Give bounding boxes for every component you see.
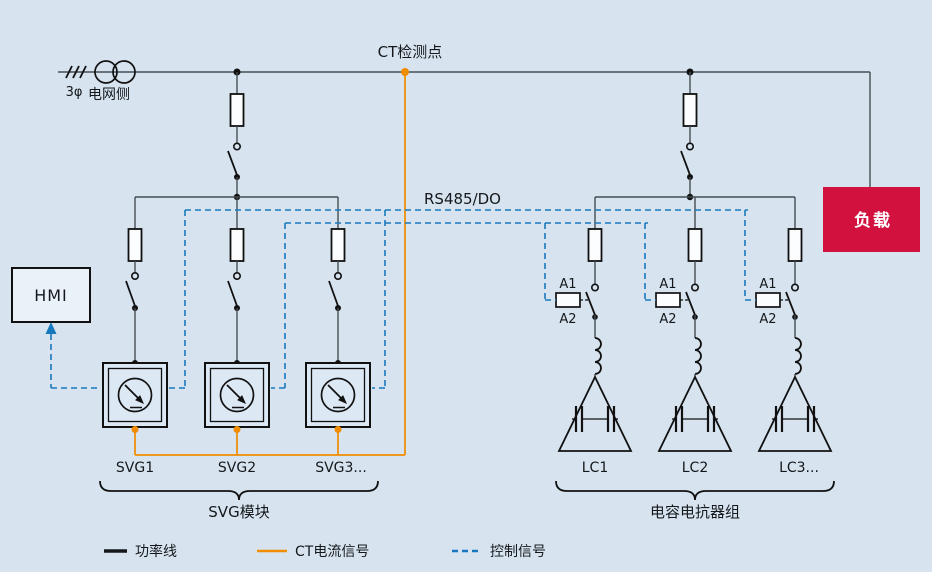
ct-tap-dot <box>131 426 139 433</box>
ct-tap-dot <box>334 426 342 433</box>
grid-side-label: 电网侧 <box>88 87 130 103</box>
switch-icon <box>685 142 694 151</box>
load-label: 负载 <box>854 210 892 231</box>
fuse-icon <box>587 228 603 262</box>
inverter-arrowhead-icon <box>135 395 144 404</box>
inverter-arrowhead-icon <box>338 395 347 404</box>
contactor-blade-icon <box>585 291 596 316</box>
inverter-arrow-icon <box>226 384 242 400</box>
fuse-icon <box>330 228 346 262</box>
svg-module-inner-frame <box>310 367 366 423</box>
lc-module-label: LC2 <box>682 460 708 476</box>
switch-blade-icon <box>680 150 691 176</box>
ct-tap-dot <box>233 426 241 433</box>
switch-blade-icon <box>125 280 136 307</box>
inverter-arrowhead-icon <box>237 395 246 404</box>
svg-group-brace: SVG模块 <box>99 480 379 521</box>
svg-module-inner-frame <box>209 367 265 423</box>
contactor-blade-icon <box>785 291 796 316</box>
control-signal-bus: RS485/DO <box>45 190 756 389</box>
lc-branch-1: A1 A2 LC1 <box>555 197 633 476</box>
inverter-arrow-icon <box>124 384 140 400</box>
reactor-coil-icon <box>694 337 702 375</box>
contactor-coil-icon <box>555 292 581 308</box>
lc-branch-3: A1 A2 LC3... <box>755 197 833 476</box>
switch-blade-icon <box>227 150 238 176</box>
left-feeder <box>135 68 338 201</box>
brace-icon <box>555 480 835 501</box>
fuse-icon <box>127 228 143 262</box>
load: 负载 <box>823 72 920 252</box>
contactor-a1-label: A1 <box>759 277 776 292</box>
load-box <box>823 187 920 252</box>
right-feeder <box>595 68 795 201</box>
inverter-arrow-icon <box>327 384 343 400</box>
lc-branch-2: A1 A2 LC2 <box>655 197 733 476</box>
hmi-box <box>11 267 91 323</box>
hmi-label: HMI <box>34 286 68 305</box>
capacitor-bank-icon <box>657 374 733 452</box>
svg-module-inner-frame <box>107 367 163 423</box>
switch-icon <box>233 142 242 151</box>
contactor-a1-label: A1 <box>659 277 676 292</box>
contactor-a1-label: A1 <box>559 277 576 292</box>
legend-ct-label: CT电流信号 <box>295 544 369 560</box>
svg-module-label: SVG3... <box>315 460 367 476</box>
inverter-circle-icon <box>320 377 356 413</box>
svg-module-label: SVG1 <box>116 460 154 476</box>
legend-power-label: 功率线 <box>135 543 177 560</box>
hmi-arrow-icon <box>45 322 57 334</box>
capacitor-bank-icon <box>557 374 633 452</box>
contactor-coil-icon <box>655 292 681 308</box>
three-phase-slash-icon <box>79 65 87 79</box>
switch-icon <box>333 271 342 280</box>
switch-blade-icon <box>227 280 238 307</box>
reactor-coil-icon <box>794 337 802 375</box>
svg-module-label: SVG2 <box>218 460 256 476</box>
contactor-a2-label: A2 <box>759 312 776 327</box>
legend-control-label: 控制信号 <box>490 544 546 560</box>
ct-detection: CT检测点 <box>134 43 443 456</box>
contactor-a2-label: A2 <box>559 312 576 327</box>
legend: 功率线 CT电流信号 控制信号 <box>104 543 546 560</box>
svg-group-label: SVG模块 <box>208 503 269 521</box>
switch-blade-icon <box>328 280 339 307</box>
lc-group-brace: 电容电抗器组 <box>555 480 835 521</box>
contactor-blade-icon <box>685 291 696 316</box>
contactor-coil-icon <box>755 292 781 308</box>
hmi: HMI <box>11 267 91 323</box>
transformer-icon <box>112 60 136 84</box>
lc-group-label: 电容电抗器组 <box>650 503 740 521</box>
fuse-icon <box>787 228 803 262</box>
grid-phase-label: 3φ <box>66 85 83 100</box>
contactor-a2-label: A2 <box>659 312 676 327</box>
switch-icon <box>131 271 140 280</box>
contactor-switch-icon <box>790 283 799 292</box>
three-phase-slash-icon <box>72 65 80 79</box>
fuse-icon <box>229 93 245 127</box>
ct-point-label: CT检测点 <box>378 43 443 61</box>
reactor-coil-icon <box>594 337 602 375</box>
lc-module-label: LC1 <box>582 460 608 476</box>
switch-icon <box>233 271 242 280</box>
capacitor-bank-icon <box>757 374 833 452</box>
contactor-switch-icon <box>690 283 699 292</box>
contactor-switch-icon <box>590 283 599 292</box>
fuse-icon <box>229 228 245 262</box>
inverter-circle-icon <box>117 377 153 413</box>
transformer-icon <box>94 60 118 84</box>
lc-module-label: LC3... <box>779 460 819 476</box>
inverter-circle-icon <box>219 377 255 413</box>
grid-source: 3φ 电网侧 <box>58 60 870 103</box>
three-phase-slash-icon <box>65 65 73 79</box>
ct-tap-dot <box>401 68 409 76</box>
fuse-icon <box>682 93 698 127</box>
brace-icon <box>99 480 379 501</box>
rs485-label: RS485/DO <box>424 190 501 208</box>
fuse-icon <box>687 228 703 262</box>
